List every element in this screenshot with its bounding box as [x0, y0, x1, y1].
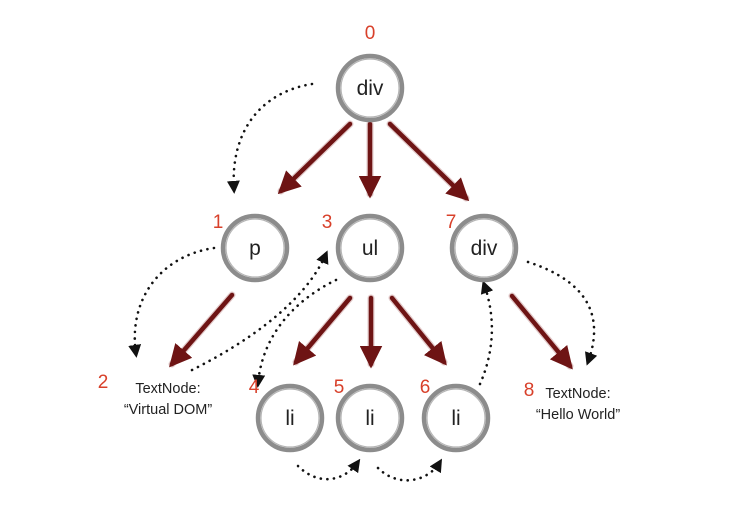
traversal-div-root-to-p — [226, 82, 314, 194]
text-node-value: “Virtual DOM” — [124, 402, 213, 418]
order-number-root: 0 — [365, 23, 376, 44]
node-label: li — [365, 407, 374, 430]
text-node-virtual-dom: TextNode: “Virtual DOM” — [124, 381, 213, 418]
edge-ul-li-3 — [388, 294, 448, 366]
traversal-li-1-to-li-2 — [296, 458, 361, 481]
node-label: div — [471, 237, 498, 260]
edge-div-child-text-hello-world — [508, 292, 574, 370]
traversal-li-2-to-li-3 — [376, 458, 443, 482]
order-number-text-hello-world: 8 — [524, 380, 535, 401]
order-number-li-2: 5 — [334, 377, 345, 398]
text-node-type: TextNode: — [135, 381, 200, 397]
node-li-3: li — [421, 383, 491, 453]
edge-div-root-p — [277, 120, 354, 195]
node-div-child: div — [449, 213, 519, 283]
traversal-div-child-to-text-hello-world — [526, 260, 598, 366]
node-label: li — [451, 407, 460, 430]
node-label: li — [285, 407, 294, 430]
node-div-root: div — [335, 53, 405, 123]
node-p: p — [220, 213, 290, 283]
traversal-li-3-to-div-child — [478, 280, 494, 386]
order-number-p: 1 — [213, 212, 224, 233]
edge-p-text-virtual-dom — [168, 291, 236, 368]
order-number-li-1: 4 — [249, 377, 260, 398]
text-node-hello-world: TextNode: “Hello World” — [536, 386, 621, 423]
order-number-div-child: 7 — [446, 212, 457, 233]
text-node-type: TextNode: — [545, 386, 610, 402]
order-number-li-3: 6 — [420, 377, 431, 398]
order-number-text-virtual-dom: 2 — [98, 372, 109, 393]
node-ul: ul — [335, 213, 405, 283]
node-li-2: li — [335, 383, 405, 453]
edge-ul-li-1 — [292, 294, 354, 366]
node-label: ul — [362, 237, 378, 260]
node-li-1: li — [255, 383, 325, 453]
text-node-value: “Hello World” — [536, 407, 621, 423]
traversal-p-to-text-virtual-dom — [128, 246, 216, 358]
order-number-ul: 3 — [322, 212, 333, 233]
node-label: p — [249, 237, 261, 260]
node-label: div — [357, 77, 384, 100]
edge-div-root-div-child — [386, 120, 470, 202]
